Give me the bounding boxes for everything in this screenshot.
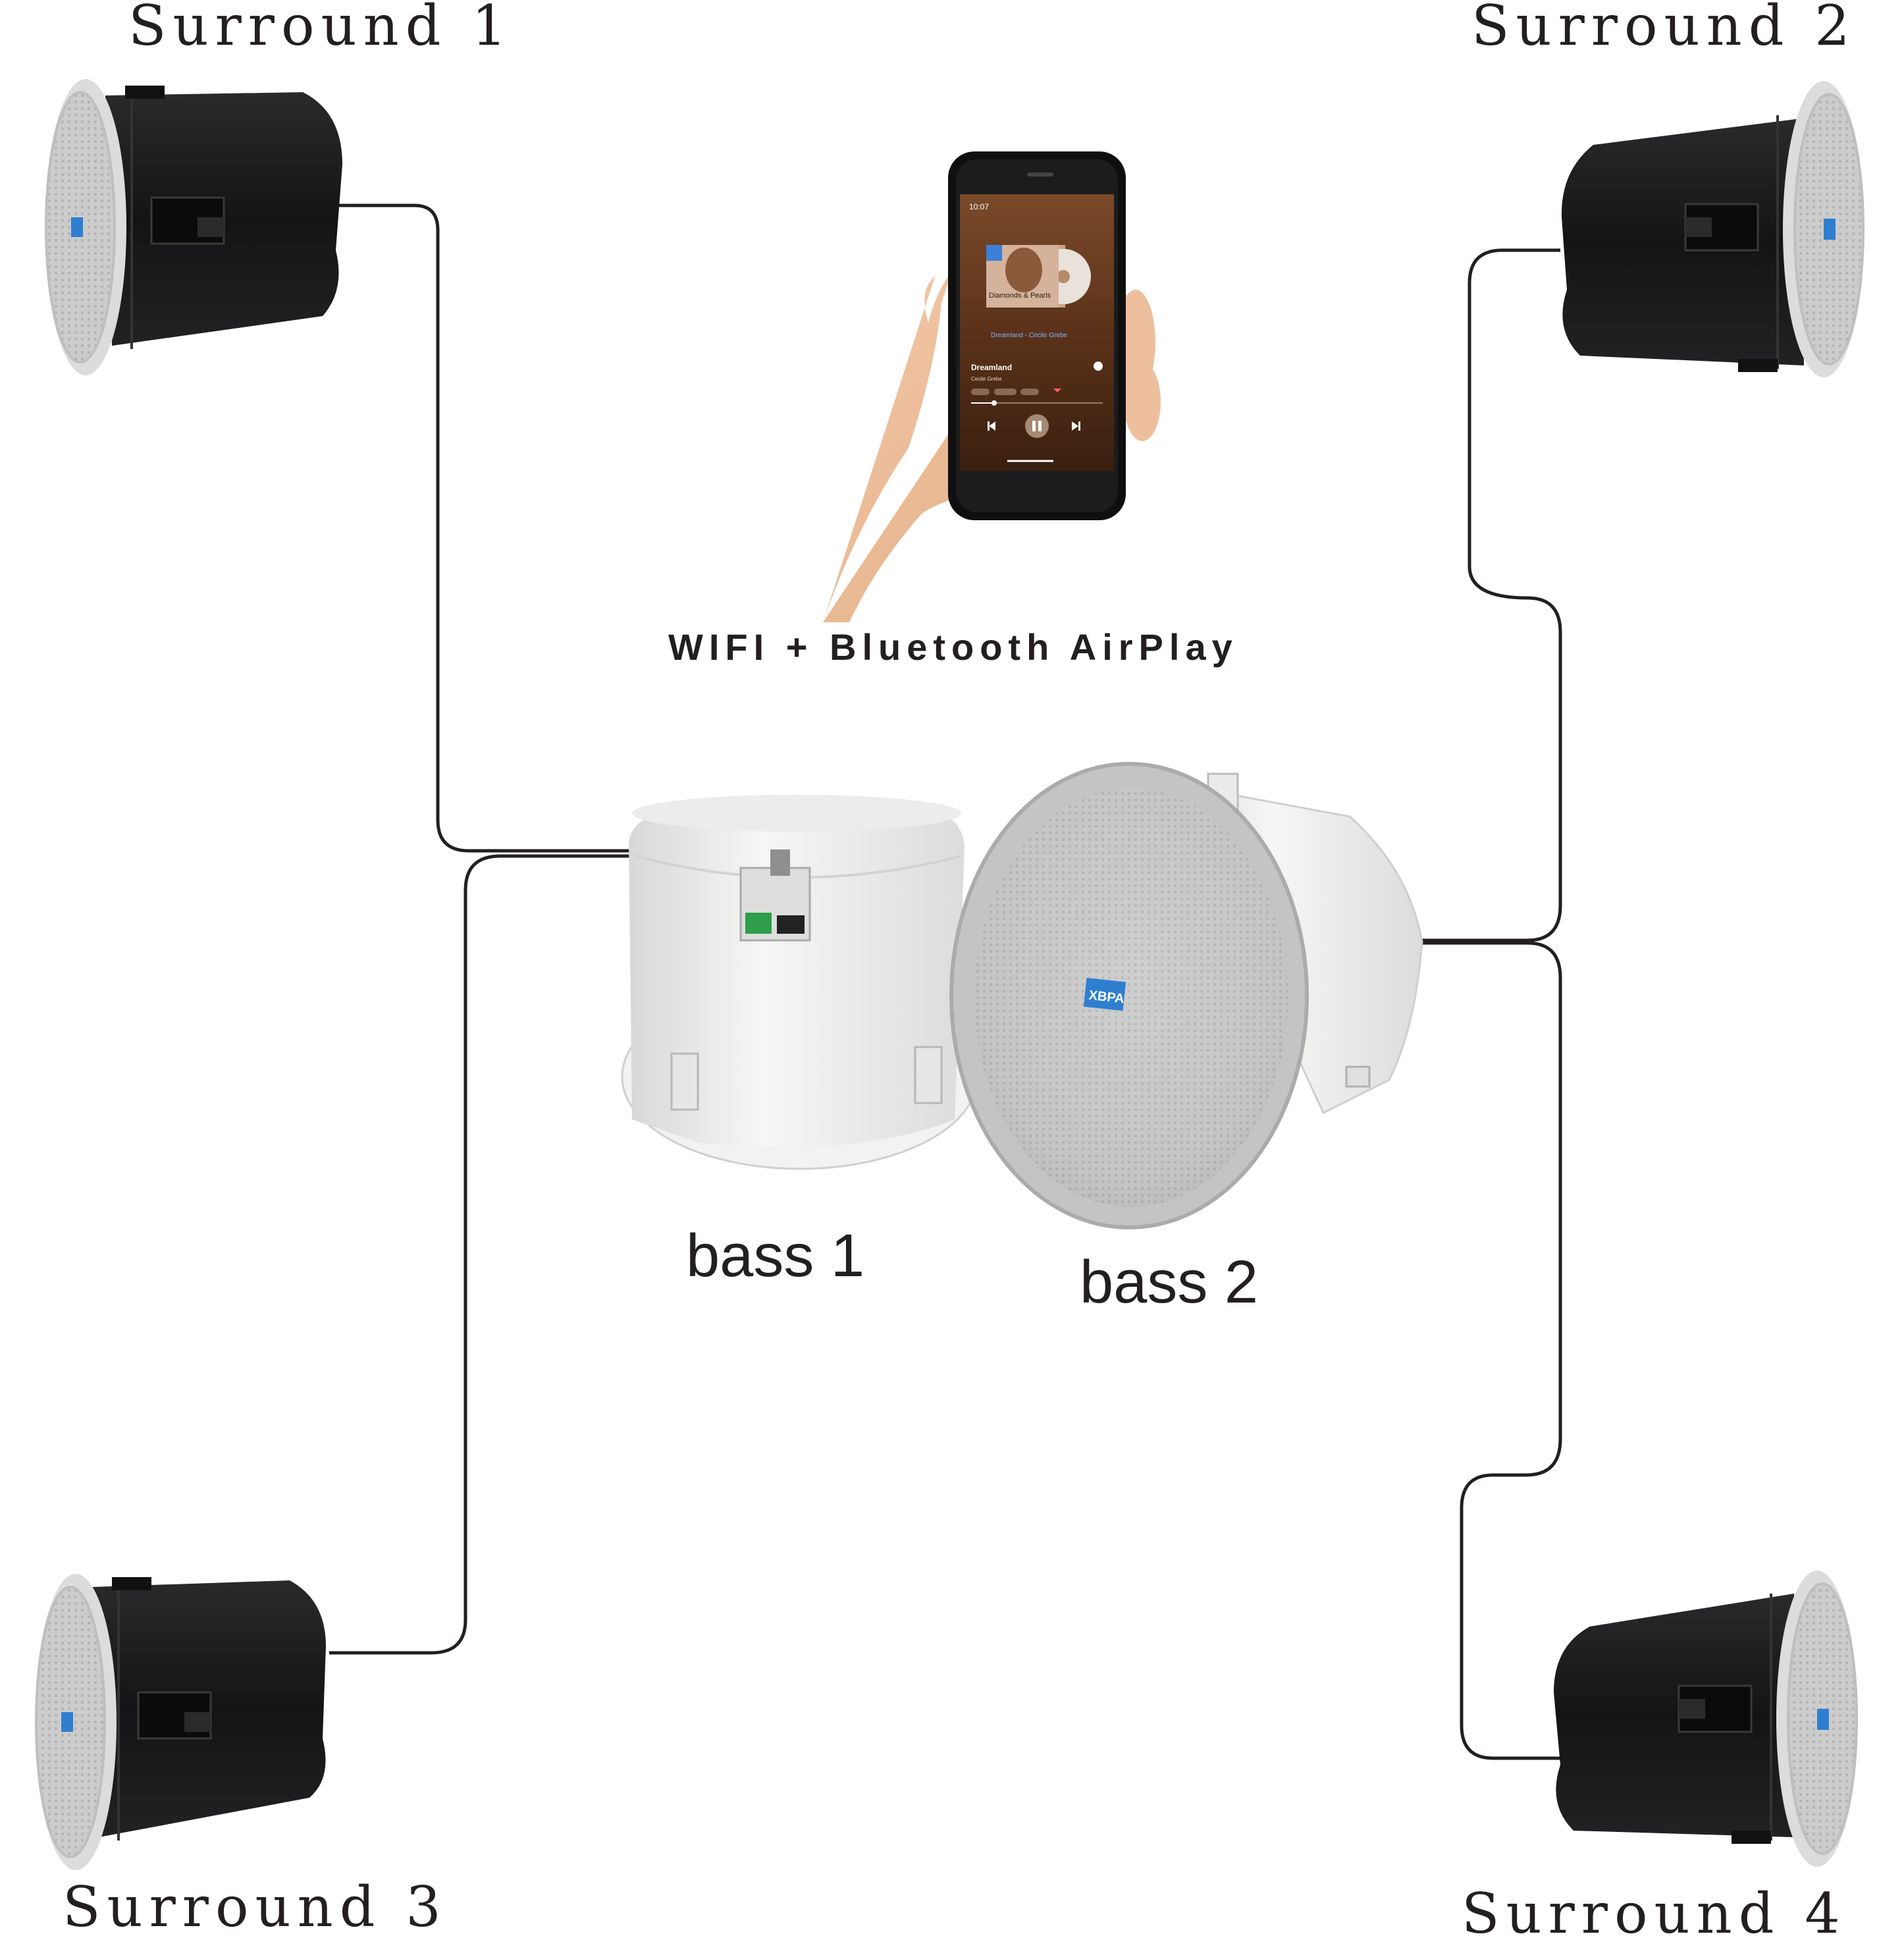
label-surround-2: Surround 2 xyxy=(1471,0,1857,58)
label-surround-1: Surround 1 xyxy=(128,0,514,58)
now-playing-line: Dreamland - Cecile Grebe xyxy=(991,332,1068,339)
label-surround-3: Surround 3 xyxy=(63,1875,448,1936)
track-title: Dreamland xyxy=(971,363,1012,372)
cable-surround-4 xyxy=(1422,941,1562,1760)
surround-speaker-1 xyxy=(45,79,342,375)
bass-speaker-2: XBPA xyxy=(949,762,1423,1229)
cable-surround-3 xyxy=(329,854,777,1655)
label-connectivity: WIFI + Bluetooth AirPlay xyxy=(668,626,1238,668)
smartphone-in-hand: 10:07 Diamonds & Pearls Dreamland - Ceci… xyxy=(823,151,1161,622)
next-icon xyxy=(1072,421,1080,431)
surround-speaker-2 xyxy=(1561,81,1864,377)
label-bass-1: bass 1 xyxy=(686,1222,864,1289)
surround-speaker-4 xyxy=(1554,1571,1858,1867)
bass-speaker-1 xyxy=(621,795,979,1170)
cable-surround-1 xyxy=(336,203,777,853)
previous-icon xyxy=(988,421,995,431)
surround-speaker-3 xyxy=(35,1574,326,1870)
comment-icon xyxy=(1094,362,1103,371)
label-surround-4: Surround 4 xyxy=(1462,1881,1847,1936)
album-title: Diamonds & Pearls xyxy=(989,292,1051,300)
pause-button-icon xyxy=(1025,414,1049,438)
track-artist: Cecile Grebe xyxy=(971,376,1002,382)
cable-wiring xyxy=(329,203,1562,1760)
heart-icon xyxy=(1053,389,1061,392)
phone-time: 10:07 xyxy=(969,202,989,211)
cable-surround-2 xyxy=(1422,248,1562,942)
label-bass-2: bass 2 xyxy=(1080,1249,1258,1316)
